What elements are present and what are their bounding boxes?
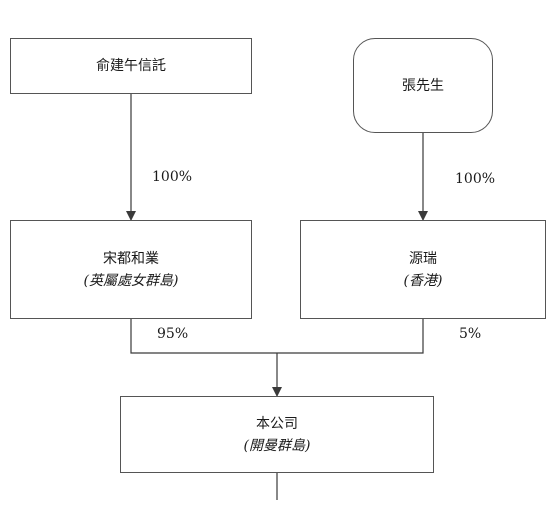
node-yuanrui-name: 源瑞 xyxy=(409,250,437,267)
node-company-jurisdiction: (開曼群島) xyxy=(243,437,311,454)
label-yuanrui-to-company: 5% xyxy=(459,326,482,342)
node-yuanrui-jurisdiction: (香港) xyxy=(403,272,443,289)
node-company: 本公司 (開曼群島) xyxy=(120,396,434,473)
node-yu-trust: 俞建午信託 xyxy=(10,38,252,94)
node-yuanrui: 源瑞 (香港) xyxy=(300,220,546,319)
edge-yuanrui-to-company xyxy=(277,318,424,354)
edge-songdu-to-company xyxy=(130,318,277,354)
label-zhang-to-yuanrui: 100% xyxy=(455,171,496,187)
node-songdu-heye-jurisdiction: (英屬處女群島) xyxy=(83,272,179,289)
node-yu-trust-name: 俞建午信託 xyxy=(96,58,166,74)
node-songdu-heye-name: 宋都和業 xyxy=(103,250,159,267)
label-trust-to-songdu: 100% xyxy=(152,169,193,185)
node-mr-zhang: 張先生 xyxy=(353,38,493,133)
label-songdu-to-company: 95% xyxy=(157,326,189,342)
node-songdu-heye: 宋都和業 (英屬處女群島) xyxy=(10,220,252,319)
node-company-name: 本公司 xyxy=(256,415,298,432)
node-mr-zhang-name: 張先生 xyxy=(402,77,444,94)
